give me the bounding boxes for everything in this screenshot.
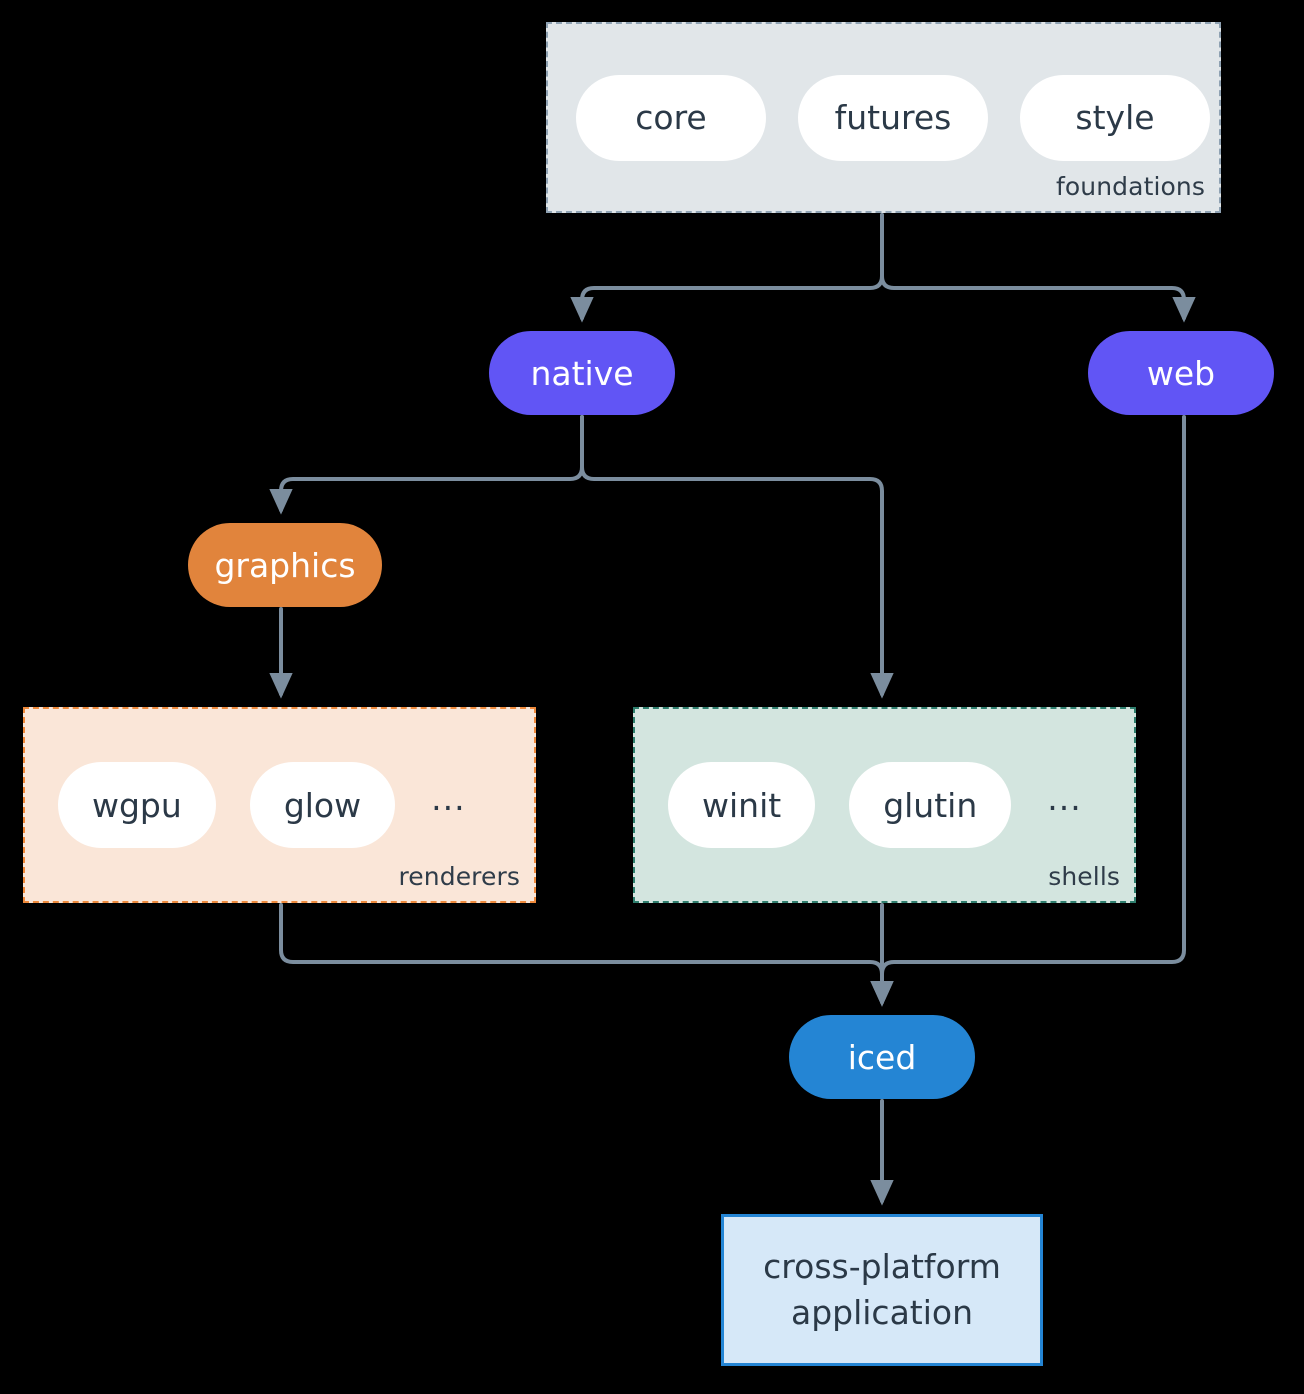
shells-overflow-ellipsis: ... (1047, 778, 1082, 818)
node-graphics[interactable]: graphics (188, 523, 382, 607)
edge-renderers-iced (279, 903, 894, 1007)
edge-native-graphics (269, 415, 584, 515)
node-wgpu[interactable]: wgpu (58, 762, 216, 848)
node-iced[interactable]: iced (789, 1015, 975, 1099)
node-application-line2: application (790, 1293, 974, 1332)
node-style-label: style (1075, 98, 1155, 137)
cluster-renderers-label: renderers (398, 862, 520, 891)
node-glutin[interactable]: glutin (849, 762, 1012, 848)
node-cross-platform-application[interactable]: cross-platform application (721, 1214, 1043, 1366)
cluster-foundations: core futures style foundations (546, 22, 1221, 213)
node-wgpu-label: wgpu (92, 785, 182, 825)
node-style[interactable]: style (1020, 74, 1210, 161)
cluster-shells-label: shells (1048, 862, 1120, 891)
node-native[interactable]: native (489, 331, 675, 415)
node-winit[interactable]: winit (668, 762, 816, 848)
node-core[interactable]: core (576, 74, 766, 161)
node-futures-label: futures (834, 98, 952, 137)
node-core-label: core (635, 98, 707, 137)
node-web[interactable]: web (1088, 331, 1274, 415)
cluster-foundations-label: foundations (1056, 172, 1205, 201)
cluster-shells: winit glutin ... shells (633, 707, 1136, 903)
node-winit-label: winit (702, 785, 782, 825)
node-iced-label: iced (847, 1037, 917, 1077)
node-glow[interactable]: glow (249, 762, 396, 848)
edge-native-shells (580, 415, 894, 699)
node-application-line1: cross-platform (763, 1247, 1001, 1287)
node-graphics-label: graphics (214, 545, 356, 585)
edge-foundations-native (570, 213, 884, 323)
node-futures[interactable]: futures (798, 74, 988, 161)
edge-foundations-web (880, 213, 1196, 323)
renderers-overflow-ellipsis: ... (431, 778, 466, 818)
node-web-label: web (1146, 353, 1216, 393)
node-glutin-label: glutin (883, 785, 978, 825)
cluster-renderers: wgpu glow ... renderers (23, 707, 536, 903)
node-native-label: native (530, 353, 634, 393)
node-glow-label: glow (283, 785, 362, 825)
